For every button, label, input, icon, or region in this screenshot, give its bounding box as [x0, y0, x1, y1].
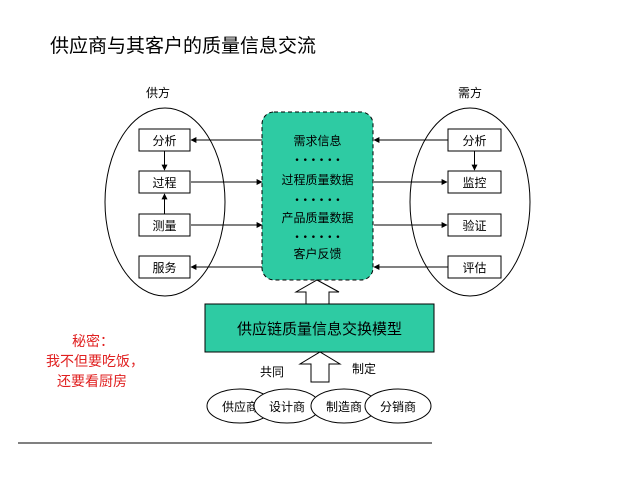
- builder-designer: 设计商: [253, 388, 321, 424]
- customer-item-analysis: 分析: [447, 128, 502, 152]
- customer-item-label: 分析: [462, 134, 486, 148]
- model-up-arrow-icon: [294, 279, 340, 305]
- secret-line-2: 我不但要吃饭，: [46, 354, 144, 370]
- builders-up-arrow-icon: [298, 351, 342, 383]
- builder-distributor: 分销商: [364, 388, 432, 424]
- customer-item-monitor: 监控: [447, 170, 502, 194]
- model-label: 供应链质量信息交换模型: [237, 320, 402, 338]
- supplier-item-label: 服务: [152, 260, 176, 275]
- model-box: [204, 303, 435, 353]
- customer-item-label: 验证: [462, 218, 486, 233]
- center-item-process-data: 过程质量数据: [281, 172, 353, 187]
- customer-label: 需方: [458, 85, 482, 100]
- supplier-item-process: 过程: [138, 170, 191, 194]
- customer-item-label: 评估: [462, 261, 486, 275]
- supplier-item-measure: 测量: [138, 213, 191, 237]
- center-item-product-data: 产品质量数据: [281, 210, 353, 225]
- customer-item-evaluate: 评估: [447, 255, 502, 279]
- supplier-item-label: 过程: [152, 175, 176, 190]
- secret-line-1: 秘密：: [72, 333, 114, 350]
- supplier-item-analysis: 分析: [138, 128, 191, 152]
- center-dots: • • • • • •: [294, 156, 340, 166]
- page-title: 供应商与其客户的质量信息交流: [50, 35, 316, 57]
- supplier-item-service: 服务: [138, 255, 191, 279]
- builder-manufacturer: 制造商: [310, 388, 378, 424]
- secret-line-3: 还要看厨房: [57, 374, 127, 390]
- center-dots: • • • • • •: [294, 233, 340, 243]
- customer-ellipse: [409, 107, 531, 297]
- supplier-item-label: 测量: [152, 219, 176, 233]
- supplier-item-label: 分析: [152, 134, 176, 148]
- customer-item-verify: 验证: [447, 213, 502, 237]
- supplier-label: 供方: [146, 85, 170, 100]
- builders-right-label: 制定: [352, 361, 376, 376]
- builder-label: 分销商: [380, 399, 416, 414]
- customer-item-label: 监控: [462, 176, 486, 190]
- builders-left-label: 共同: [260, 365, 284, 379]
- builder-label: 供应商: [222, 399, 258, 414]
- center-dots: • • • • • •: [294, 196, 340, 206]
- center-item-feedback: 客户反馈: [293, 246, 341, 261]
- builder-label: 设计商: [269, 399, 305, 414]
- center-item-demand: 需求信息: [293, 133, 341, 148]
- builder-label: 制造商: [326, 399, 362, 414]
- supplier-ellipse: [104, 107, 226, 297]
